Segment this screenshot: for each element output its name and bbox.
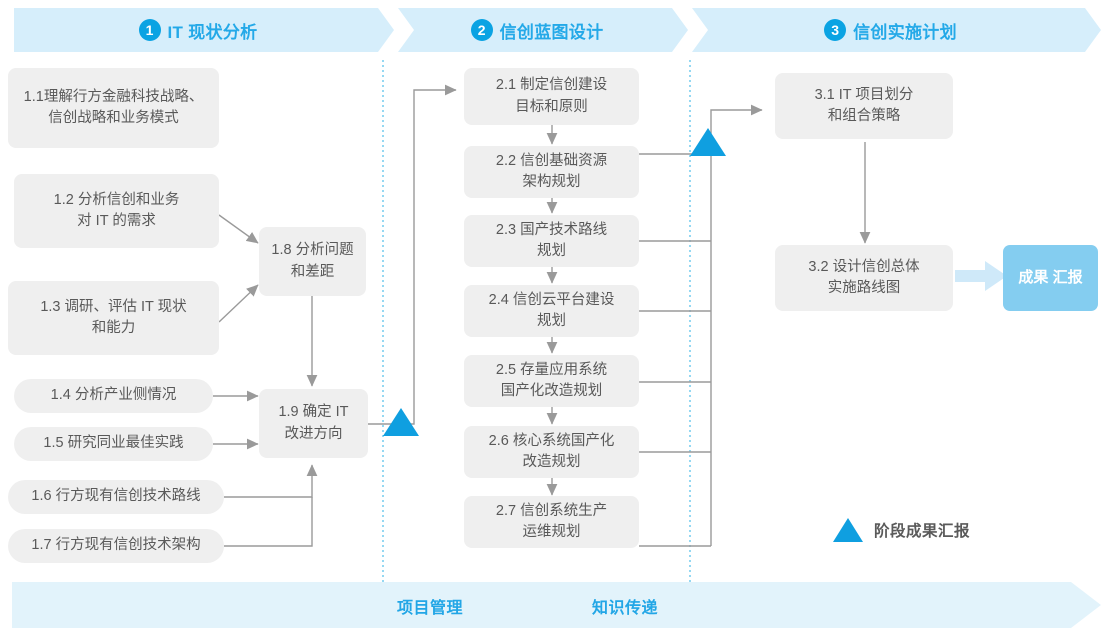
conn-1-6-to-1-9 bbox=[224, 464, 318, 498]
result-arrow-icon bbox=[955, 261, 1007, 291]
node-1-5[interactable]: 1.5 研究同业最佳实践 bbox=[14, 427, 213, 461]
conn-1-7-to-1-9 bbox=[224, 497, 313, 547]
conn-bus-vertical bbox=[710, 104, 763, 546]
node-2-2-line1: 2.2 信创基础资源 bbox=[495, 152, 608, 169]
node-2-1-line1: 2.1 制定信创建设 bbox=[495, 77, 608, 94]
node-3-1[interactable]: 3.1 IT 项目划分 和组合策略 bbox=[775, 73, 953, 139]
legend-label: 阶段成果汇报 bbox=[874, 523, 971, 540]
node-3-1-line1: 3.1 IT 项目划分 bbox=[814, 86, 914, 103]
node-2-7-line2: 运维规划 bbox=[522, 524, 581, 540]
node-1-5-line1: 1.5 研究同业最佳实践 bbox=[43, 435, 184, 452]
node-1-8-line1: 1.8 分析问题 bbox=[271, 242, 354, 259]
milestone-triangle-icon bbox=[833, 518, 863, 542]
node-1-2-line1: 1.2 分析信创和业务 bbox=[53, 191, 180, 208]
node-3-2-line2: 实施路线图 bbox=[827, 280, 901, 296]
node-2-3-line1: 2.3 国产技术路线 bbox=[495, 221, 608, 238]
node-2-5-line1: 2.5 存量应用系统 bbox=[495, 361, 608, 378]
node-1-3[interactable]: 1.3 调研、评估 IT 现状 和能力 bbox=[8, 281, 219, 355]
node-2-1-line2: 目标和原则 bbox=[515, 98, 588, 115]
milestone-triangle-stage2 bbox=[690, 128, 726, 156]
bottom-band bbox=[12, 582, 1101, 628]
node-2-6-line2: 改造规划 bbox=[522, 454, 581, 470]
node-1-3-line2: 和能力 bbox=[91, 320, 136, 336]
node-2-7[interactable]: 2.7 信创系统生产 运维规划 bbox=[464, 496, 639, 548]
node-2-3-line2: 规划 bbox=[537, 243, 566, 259]
phase-header-band: 1 IT 现状分析 2 信创蓝图设计 3 信创实施计划 bbox=[14, 8, 1101, 52]
node-2-6-line1: 2.6 核心系统国产化 bbox=[488, 432, 615, 449]
bottom-band-labels: 项目管理 知识传递 bbox=[12, 582, 1101, 628]
legend: 阶段成果汇报 bbox=[833, 518, 970, 542]
node-2-2-line2: 架构规划 bbox=[522, 174, 581, 190]
node-2-4-line1: 2.4 信创云平台建设 bbox=[488, 291, 615, 308]
node-2-1[interactable]: 2.1 制定信创建设 目标和原则 bbox=[464, 68, 639, 125]
node-1-2[interactable]: 1.2 分析信创和业务 对 IT 的需求 bbox=[14, 174, 219, 248]
node-1-6[interactable]: 1.6 行方现有信创技术路线 bbox=[8, 480, 224, 514]
phase-segment-1[interactable]: 1 IT 现状分析 bbox=[14, 8, 394, 52]
node-1-6-line1: 1.6 行方现有信创技术路线 bbox=[31, 488, 201, 505]
conn-1-3-to-1-8 bbox=[218, 284, 259, 323]
node-2-7-line1: 2.7 信创系统生产 bbox=[495, 502, 608, 519]
node-3-1-line2: 和组合策略 bbox=[827, 108, 901, 124]
bottom-label-knowledge-transfer: 知识传递 bbox=[592, 600, 659, 617]
node-2-4-line2: 规划 bbox=[537, 313, 566, 329]
node-2-2[interactable]: 2.2 信创基础资源 架构规划 bbox=[464, 146, 639, 198]
node-1-9-line2: 改进方向 bbox=[284, 425, 343, 442]
node-1-4[interactable]: 1.4 分析产业侧情况 bbox=[14, 379, 213, 413]
node-1-8[interactable]: 1.8 分析问题 和差距 bbox=[259, 227, 366, 296]
node-2-5[interactable]: 2.5 存量应用系统 国产化改造规划 bbox=[464, 355, 639, 407]
node-1-8-line2: 和差距 bbox=[290, 263, 335, 280]
node-2-6[interactable]: 2.6 核心系统国产化 改造规划 bbox=[464, 426, 639, 478]
node-1-1-line1: 1.1理解行方金融科技战略、 bbox=[23, 88, 204, 105]
node-1-9[interactable]: 1.9 确定 IT 改进方向 bbox=[259, 389, 368, 458]
result-report-line2: 汇报 bbox=[1052, 269, 1083, 287]
node-2-3[interactable]: 2.3 国产技术路线 规划 bbox=[464, 215, 639, 267]
conn-1-2-to-1-8 bbox=[218, 214, 259, 244]
result-report-line1: 成果 bbox=[1018, 269, 1049, 287]
phase-number-2: 2 bbox=[470, 19, 493, 41]
phase-segment-3[interactable]: 3 信创实施计划 bbox=[692, 8, 1101, 52]
node-3-2[interactable]: 3.2 设计信创总体 实施路线图 bbox=[775, 245, 953, 311]
node-1-3-line1: 1.3 调研、评估 IT 现状 bbox=[40, 298, 187, 315]
result-report-badge[interactable]: 成果 汇报 bbox=[1003, 245, 1098, 311]
node-1-7[interactable]: 1.7 行方现有信创技术架构 bbox=[8, 529, 224, 563]
bottom-label-project-management: 项目管理 bbox=[397, 600, 464, 617]
node-2-4[interactable]: 2.4 信创云平台建设 规划 bbox=[464, 285, 639, 337]
node-1-4-line1: 1.4 分析产业侧情况 bbox=[50, 387, 177, 404]
node-1-1-line2: 信创战略和业务模式 bbox=[48, 110, 179, 126]
node-1-1[interactable]: 1.1理解行方金融科技战略、 信创战略和业务模式 bbox=[8, 68, 219, 148]
conn-1-9-to-2-1 bbox=[368, 84, 457, 425]
node-1-2-line2: 对 IT 的需求 bbox=[77, 213, 156, 229]
phase-title-1: IT 现状分析 bbox=[167, 22, 258, 42]
phase-segment-2[interactable]: 2 信创蓝图设计 bbox=[398, 8, 688, 52]
node-3-2-line1: 3.2 设计信创总体 bbox=[808, 258, 920, 275]
phase-number-3: 3 bbox=[824, 19, 847, 41]
milestone-triangle-stage1 bbox=[383, 408, 419, 436]
node-1-7-line1: 1.7 行方现有信创技术架构 bbox=[31, 537, 201, 554]
phase-number-1: 1 bbox=[138, 19, 161, 41]
node-2-5-line2: 国产化改造规划 bbox=[500, 383, 603, 399]
node-1-9-line1: 1.9 确定 IT bbox=[278, 404, 349, 421]
phase-title-3: 信创实施计划 bbox=[853, 22, 957, 42]
phase-title-2: 信创蓝图设计 bbox=[499, 22, 604, 42]
